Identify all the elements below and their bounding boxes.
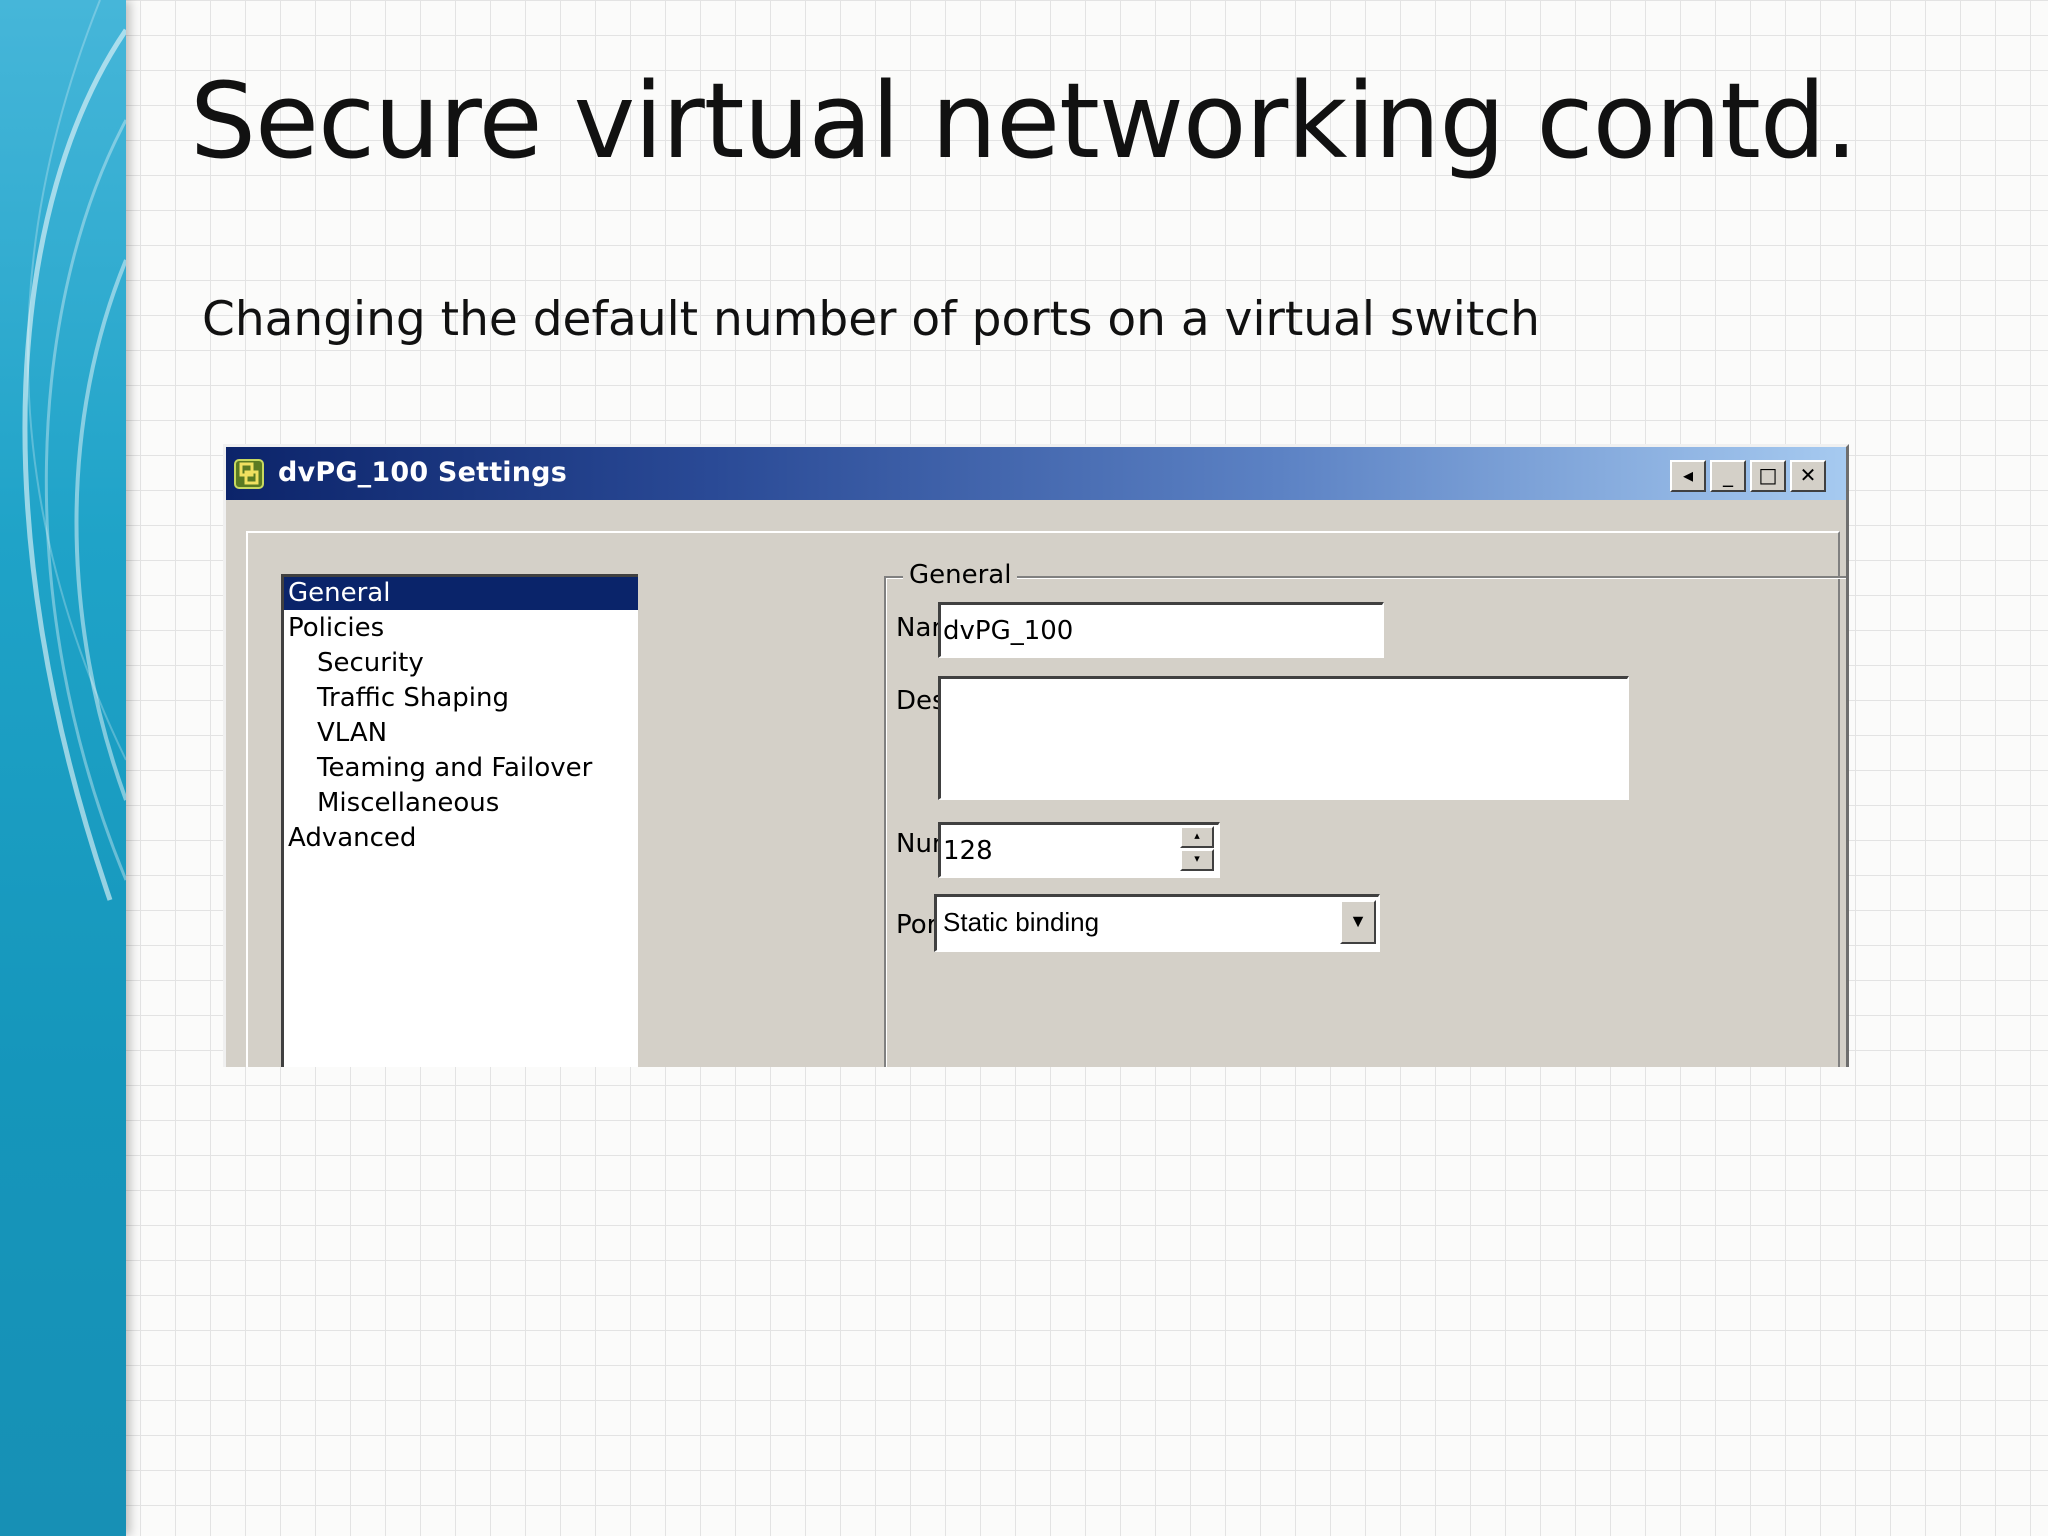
- nav-item-traffic-shaping[interactable]: Traffic Shaping: [317, 683, 510, 713]
- dialog-title: dvPG_100 Settings: [278, 457, 567, 488]
- slide-title: Secure virtual networking contd.: [190, 60, 1858, 182]
- settings-nav-list: General Policies Security Traffic Shapin…: [281, 574, 638, 1067]
- decorative-swoosh: [22, 0, 126, 901]
- general-group-box: [884, 576, 1846, 1067]
- nav-item-teaming-failover[interactable]: Teaming and Failover: [317, 753, 593, 783]
- minimize-button[interactable]: _: [1710, 460, 1746, 492]
- port-binding-select[interactable]: Static binding ▼: [934, 894, 1380, 952]
- ports-stepper[interactable]: [938, 822, 1220, 878]
- back-button[interactable]: ◂: [1670, 460, 1706, 492]
- nav-item-security[interactable]: Security: [317, 648, 424, 678]
- name-field[interactable]: [938, 602, 1384, 658]
- close-button[interactable]: ✕: [1790, 460, 1826, 492]
- nav-item-general[interactable]: General: [284, 577, 638, 610]
- dialog-titlebar[interactable]: dvPG_100 Settings ◂ _ □ ✕: [226, 447, 1846, 500]
- slide-subtitle: Changing the default number of ports on …: [202, 292, 1540, 347]
- chevron-down-icon[interactable]: ▼: [1340, 900, 1376, 944]
- nav-item-advanced[interactable]: Advanced: [288, 823, 417, 853]
- settings-dialog: dvPG_100 Settings ◂ _ □ ✕ General Polici…: [223, 444, 1849, 1067]
- vmware-app-icon: [234, 459, 264, 489]
- spin-up-button[interactable]: ▴: [1180, 826, 1214, 848]
- slide-side-band: [0, 0, 126, 1536]
- nav-item-miscellaneous[interactable]: Miscellaneous: [317, 788, 500, 818]
- nav-item-vlan[interactable]: VLAN: [317, 718, 388, 748]
- settings-panel: [246, 531, 1840, 1067]
- port-binding-value: Static binding: [943, 907, 1100, 937]
- nav-item-policies[interactable]: Policies: [288, 613, 385, 643]
- description-field[interactable]: [938, 676, 1629, 800]
- general-group-legend: General: [903, 560, 1018, 590]
- maximize-button[interactable]: □: [1750, 460, 1786, 492]
- spin-down-button[interactable]: ▾: [1180, 849, 1214, 871]
